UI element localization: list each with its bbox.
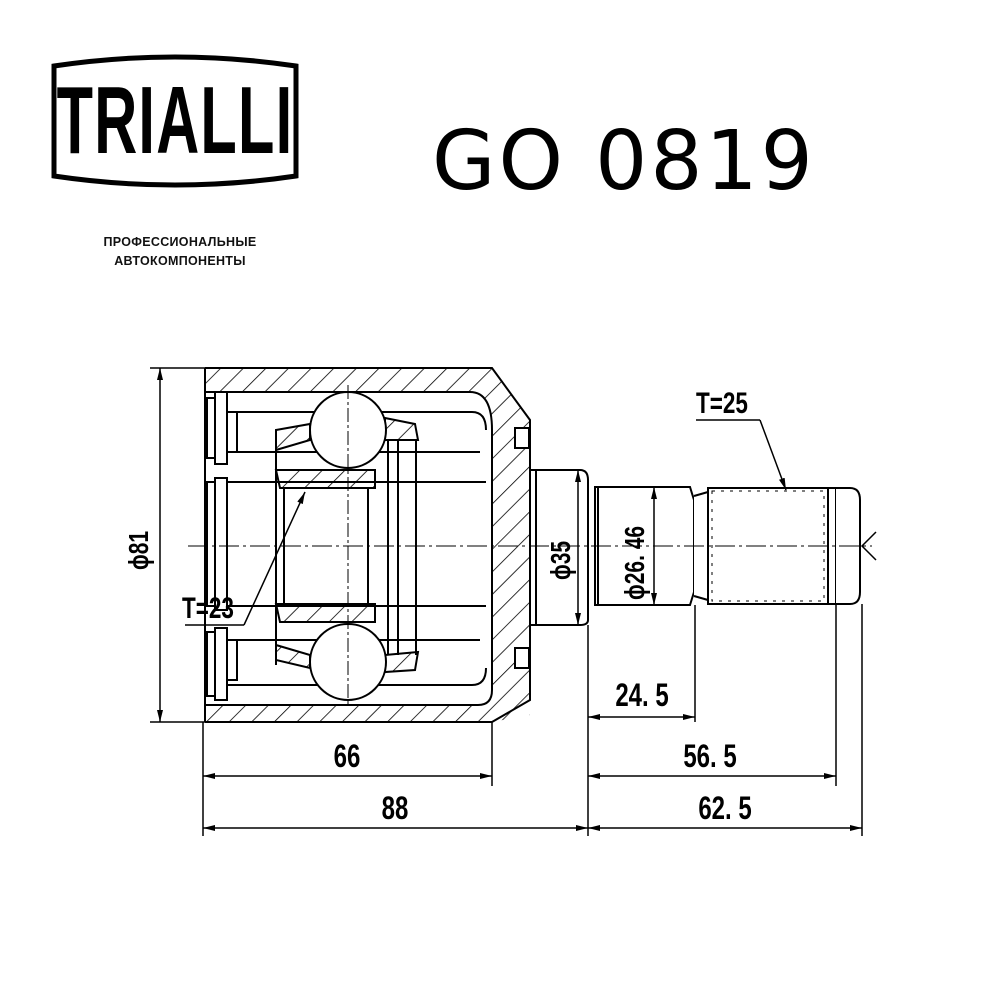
dim-label-62-5: 62. 5: [698, 790, 751, 826]
part-number: GO 0819: [432, 114, 816, 209]
tagline-line-2: АВТОКОМПОНЕНТЫ: [114, 254, 246, 268]
dim-label-88: 88: [382, 790, 409, 826]
dim-label-phi26: ϕ26. 46: [620, 526, 651, 600]
brand-logo: TRIALLI: [50, 52, 300, 190]
dim-label-24-5: 24. 5: [615, 677, 668, 713]
dim-label-t25: T=25: [696, 386, 748, 420]
shaft: [529, 469, 861, 626]
tagline-line-1: ПРОФЕССИОНАЛЬНЫЕ: [103, 235, 257, 249]
leader-outer-spline: [696, 419, 787, 491]
center-marker-icon: [860, 531, 877, 561]
dim-housing-diameter: [150, 367, 205, 723]
logo-frame-icon: [51, 54, 299, 188]
dim-label-phi81: ϕ81: [124, 531, 155, 570]
dim-label-t23: T=23: [182, 591, 234, 625]
housing-end-tabs: [206, 391, 238, 701]
leader-inner-spline: [185, 491, 306, 626]
dim-label-56-5: 56. 5: [683, 738, 736, 774]
brand-tagline: ПРОФЕССИОНАЛЬНЫЕ АВТОКОМПОНЕНТЫ: [70, 233, 290, 271]
dim-label-phi35: ϕ35: [546, 541, 577, 580]
dim-label-66: 66: [334, 738, 361, 774]
